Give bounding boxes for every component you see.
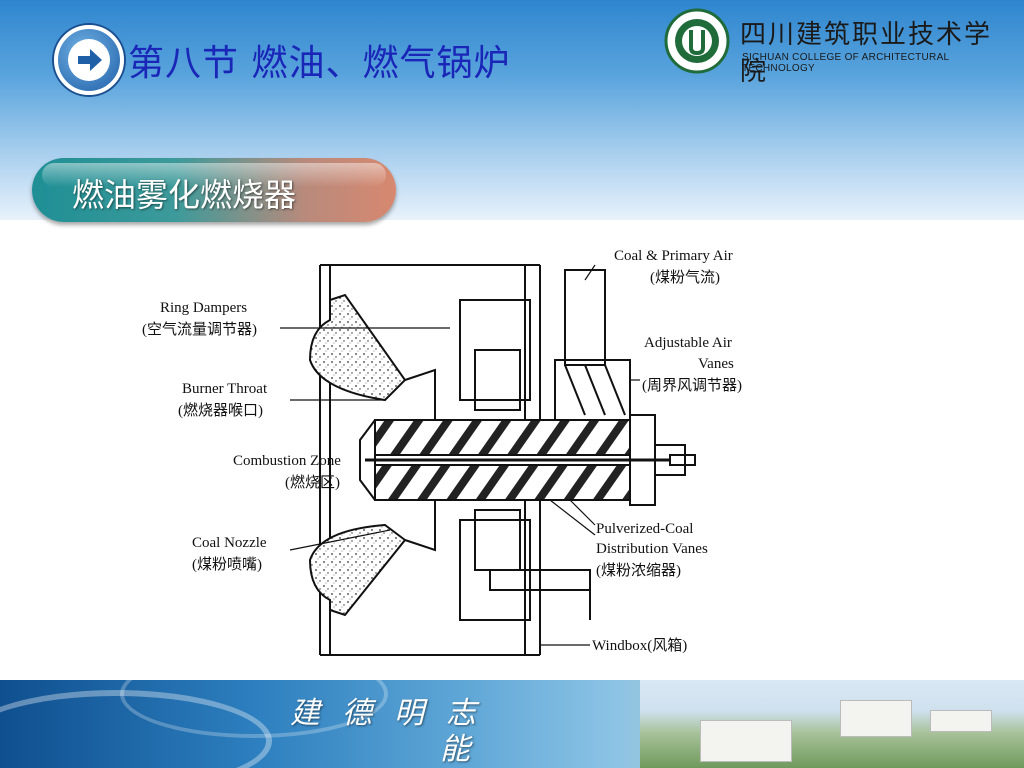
label-coal-nozzle-cn: (煤粉喷嘴) — [192, 556, 262, 573]
diagram-labels: Coal & Primary Air (煤粉气流) Ring Dampers (… — [142, 248, 742, 654]
college-name-en: SICHUAN COLLEGE OF ARCHITECTURAL TECHNOL… — [742, 52, 950, 74]
college-logo: 四川建筑职业技术学院 SICHUAN COLLEGE OF ARCHITECTU… — [664, 8, 1014, 87]
label-ring-dampers-cn: (空气流量调节器) — [142, 321, 257, 338]
footer-banner: 建德明志 能 — [0, 680, 1024, 768]
label-distribution-vanes-1: Pulverized-Coal — [596, 521, 693, 537]
arrow-right-icon — [68, 39, 110, 81]
section-title: 燃油雾化燃烧器 — [72, 176, 297, 214]
label-coal-nozzle: Coal Nozzle — [192, 535, 267, 551]
label-combustion-zone-cn: (燃烧区) — [285, 473, 340, 491]
burner-diagram: Coal & Primary Air (煤粉气流) Ring Dampers (… — [142, 248, 742, 656]
label-distribution-vanes-2: Distribution Vanes — [596, 541, 708, 557]
label-combustion-zone: Combustion Zone — [233, 453, 341, 469]
label-distribution-vanes-cn: (煤粉浓缩器) — [596, 562, 681, 579]
college-seal-icon — [664, 8, 730, 74]
pill-gloss — [42, 163, 386, 187]
section-heading: 燃油雾化燃烧器 — [32, 158, 396, 222]
label-ring-dampers: Ring Dampers — [160, 300, 247, 316]
next-arrow-button[interactable] — [54, 25, 124, 95]
campus-building — [840, 700, 912, 737]
leader-lines — [280, 264, 640, 646]
label-adjustable-air-vanes-cn: (周界风调节器) — [642, 377, 742, 394]
page-title: 第八节 燃油、燃气锅炉 — [128, 43, 511, 84]
label-coal-primary-air-cn: (煤粉气流) — [650, 269, 720, 286]
label-adjustable-air-vanes-2: Vanes — [698, 356, 734, 372]
label-windbox: Windbox(风箱) — [592, 637, 687, 654]
motto-line1: 建德明志 — [290, 696, 498, 731]
campus-building — [930, 710, 992, 732]
label-coal-primary-air: Coal & Primary Air — [614, 248, 733, 264]
label-burner-throat: Burner Throat — [182, 381, 268, 397]
campus-photo — [640, 680, 1024, 768]
label-burner-throat-cn: (燃烧器喉口) — [178, 401, 263, 419]
label-adjustable-air-vanes-1: Adjustable Air — [644, 335, 732, 351]
campus-building — [700, 720, 792, 762]
burner-structure — [308, 264, 696, 656]
motto-line2: 能 — [440, 732, 492, 767]
college-name-cn: 四川建筑职业技术学院 — [740, 20, 993, 87]
